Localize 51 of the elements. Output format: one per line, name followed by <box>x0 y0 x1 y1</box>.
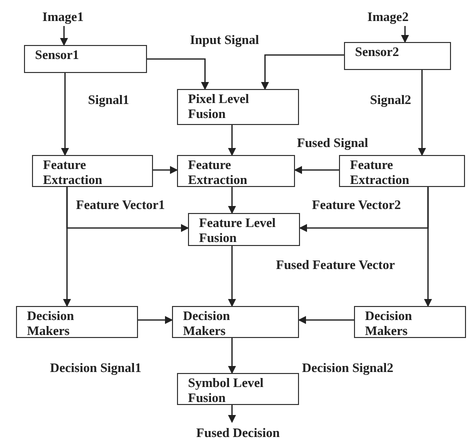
box-label: Feature Extraction <box>350 157 410 187</box>
arrow <box>261 54 344 90</box>
box-label: Pixel Level Fusion <box>188 91 250 121</box>
arrow <box>228 187 236 214</box>
input-label: Image1 <box>42 8 84 24</box>
box-label: Decision Makers <box>27 308 75 338</box>
signal-label: Signal2 <box>370 92 412 107</box>
process-box <box>344 42 451 70</box>
arrow <box>153 166 178 174</box>
signal-label: Feature Vector1 <box>76 197 165 212</box>
signal-label: Input Signal <box>190 32 260 47</box>
arrow <box>294 166 339 174</box>
arrow <box>228 338 236 374</box>
arrow <box>228 405 236 423</box>
signal-label: Feature Vector2 <box>312 197 401 212</box>
signal-label: Fused Signal <box>297 135 368 150</box>
arrow <box>228 246 236 307</box>
arrow <box>147 58 209 90</box>
arrow <box>138 316 173 324</box>
process-box <box>24 45 147 73</box>
process-box <box>172 306 299 338</box>
arrow <box>299 187 429 232</box>
process-box <box>32 155 153 187</box>
signal-label: Signal1 <box>88 92 130 107</box>
box-label: Sensor1 <box>35 47 80 62</box>
process-box <box>339 155 465 187</box>
process-box <box>177 373 299 405</box>
input-label: Image2 <box>367 8 409 24</box>
signal-label: Fused Feature Vector <box>276 257 395 272</box>
arrow <box>61 73 69 156</box>
process-box <box>188 213 300 246</box>
arrow <box>418 70 426 156</box>
input-label: Fused Decision <box>196 424 280 440</box>
process-box <box>16 306 138 338</box>
process-box <box>177 155 295 187</box>
box-label: Decision Makers <box>365 308 413 338</box>
arrow <box>298 316 354 324</box>
process-box <box>354 306 466 338</box>
arrow <box>60 26 68 46</box>
signal-label: Decision Signal1 <box>50 360 142 375</box>
arrow <box>228 125 236 156</box>
signal-label: Decision Signal2 <box>302 360 394 375</box>
box-label: Decision Makers <box>183 308 231 338</box>
process-box <box>177 89 299 125</box>
arrow <box>401 26 409 43</box>
box-label: Symbol Level Fusion <box>188 375 264 405</box>
box-label: Feature Level Fusion <box>199 215 277 245</box>
box-label: Sensor2 <box>355 44 400 59</box>
box-label: Feature Extraction <box>188 157 248 187</box>
arrow <box>66 187 189 232</box>
box-label: Feature Extraction <box>43 157 104 187</box>
